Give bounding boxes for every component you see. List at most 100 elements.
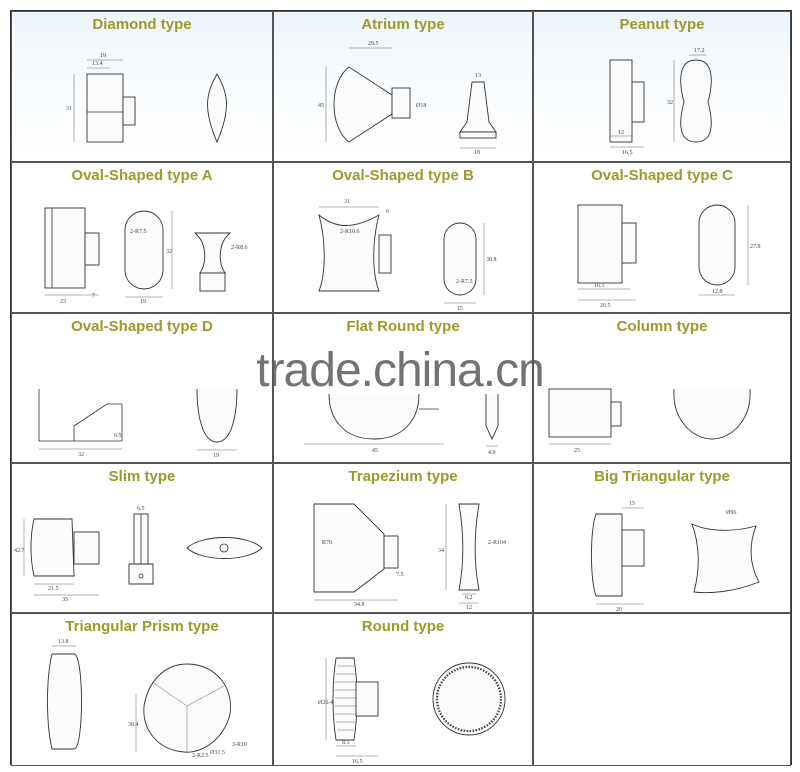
slim-type-diagram: 42.7 21.5 35 6.5 (14, 506, 263, 603)
oval-shaped-type-c-diagram: 16.5 20.5 27.8 12.8 (577, 204, 761, 309)
cell-oval-shaped-type-c: Oval-Shaped type C 16.5 20.5 27.8 12.8 (533, 162, 791, 313)
oval-shaped-type-d-diagram: 32 6.5 19 (38, 388, 238, 459)
cell-peanut-type: Peanut type 17.2 32 12 16.5 (533, 11, 791, 162)
dim-label: Ø26.4 (318, 700, 333, 706)
dim-label: 6.5 (137, 506, 145, 512)
dim-label: 32 (667, 100, 673, 106)
dim-label: R70 (322, 540, 332, 546)
dim-label: 15 (457, 306, 463, 312)
cell-atrium-type: Atrium type 29.5 45 Ø18 13 18 (273, 11, 533, 162)
product-type-grid: Diamond type 19 13.4 31 Atrium type 29.5… (10, 10, 792, 766)
cell-big-triangular-type: Big Triangular type 15 20 Ø96 (533, 463, 791, 613)
dim-label: 21.5 (48, 586, 59, 592)
type-title: Trapezium type (348, 468, 458, 485)
trapezium-type-diagram: R70 34.8 7.5 34 2-R104 6.2 12 (313, 503, 506, 611)
dim-label: 2-R7.5 (130, 229, 147, 235)
dim-label: 23 (60, 299, 66, 305)
type-title: Oval-Shaped type D (71, 318, 213, 335)
type-title: Diamond type (92, 16, 192, 33)
dim-label: 2-R8.6 (231, 245, 248, 251)
dim-label: 29.5 (368, 41, 379, 47)
dim-label: 4.9 (488, 450, 496, 456)
dim-label: 34.8 (354, 602, 365, 608)
type-title: Round type (361, 618, 445, 635)
watermark-text: trade.china.cn (256, 344, 545, 397)
dim-label: 13.4 (92, 61, 103, 67)
cell-round-type: Round type Ø26.4 8.5 16.5 (273, 613, 533, 766)
cell-trapezium-type: Trapezium type R70 34.8 7.5 34 2-R104 6.… (273, 463, 533, 613)
cell-diamond-type: Diamond type 19 13.4 31 (11, 11, 273, 162)
cell-oval-shaped-type-b: Oval-Shaped type B 31 2-R10.6 6 30.8 2-R… (273, 162, 533, 313)
type-title: Oval-Shaped type B (332, 167, 474, 184)
dim-label: 20.5 (600, 303, 611, 309)
dim-label: Ø31.5 (210, 750, 225, 756)
type-title: Peanut type (619, 16, 705, 33)
dim-label: 2-R10.6 (340, 229, 360, 235)
atrium-type-diagram: 29.5 45 Ø18 13 18 (318, 41, 497, 156)
triangular-prism-type-diagram: 13.8 38.4 2-R2.5 Ø31.5 3-R10 (47, 639, 247, 759)
big-triangular-type-diagram: 15 20 Ø96 (591, 501, 760, 613)
dim-label: 18 (474, 150, 480, 156)
dim-label: 12.8 (712, 289, 723, 295)
dim-label: 38.4 (128, 722, 139, 728)
type-title: Slim type (108, 468, 176, 485)
cell-triangular-prism-type: Triangular Prism type 13.8 38.4 2-R2.5 Ø… (11, 613, 273, 766)
dim-label: 13 (475, 73, 481, 79)
type-title: Atrium type (361, 16, 445, 33)
dim-label: 35 (62, 597, 68, 603)
dim-label: 19 (100, 53, 106, 59)
dim-label: 31 (344, 199, 350, 205)
dim-label: 31 (66, 106, 72, 112)
dim-label: 42.7 (14, 548, 25, 554)
column-type-diagram: 25 (548, 388, 751, 454)
dim-label: 8.5 (342, 740, 350, 746)
round-type-diagram: Ø26.4 8.5 16.5 (318, 657, 506, 765)
dim-label: 32 (78, 452, 84, 458)
dim-label: 7.5 (396, 572, 404, 578)
dim-label: 25 (574, 448, 580, 454)
dim-label: 15 (629, 501, 635, 507)
dim-label: Ø96 (726, 510, 736, 516)
dim-label: 16.5 (622, 150, 633, 156)
dim-label: 13.8 (58, 639, 69, 645)
dim-label: 32 (166, 249, 172, 255)
dim-label: 20 (616, 607, 622, 613)
dim-label: 27.8 (750, 244, 761, 250)
dim-label: 12 (466, 605, 472, 611)
cell-oval-shaped-type-d: Oval-Shaped type D 32 6.5 19 (11, 313, 273, 463)
type-title: Oval-Shaped type C (591, 167, 733, 184)
cell-empty (533, 613, 791, 766)
dim-label: 7 (92, 293, 95, 299)
dim-label: 2-R7.5 (456, 279, 473, 285)
dim-label: 17.2 (694, 48, 705, 54)
cell-oval-shaped-type-a: Oval-Shaped type A 23 7 2-R7.5 32 19 2-R… (11, 162, 273, 313)
cell-column-type: Column type 25 (533, 313, 791, 463)
dim-label: 6.5 (114, 433, 122, 439)
dim-label: 2-R2.5 (192, 753, 209, 759)
cell-slim-type: Slim type 42.7 21.5 35 6.5 (11, 463, 273, 613)
dim-label: 6.2 (465, 595, 473, 601)
cell-flat-round-type: Flat Round type 45 4.9 (273, 313, 533, 463)
type-title: Flat Round type (346, 318, 460, 335)
dim-label: 6 (386, 209, 389, 215)
type-title: Big Triangular type (594, 468, 730, 485)
dim-label: 12 (618, 130, 624, 136)
dim-label: Ø18 (416, 103, 426, 109)
oval-shaped-type-b-diagram: 31 2-R10.6 6 30.8 2-R7.5 15 (318, 199, 497, 312)
oval-shaped-type-a-diagram: 23 7 2-R7.5 32 19 2-R8.6 (44, 207, 248, 305)
dim-label: 3-R10 (232, 742, 247, 748)
diamond-type-diagram: 19 13.4 31 (66, 53, 227, 144)
dim-label: 16.5 (594, 283, 605, 289)
flat-round-type-diagram: 45 4.9 (304, 393, 499, 456)
dim-label: 30.8 (486, 257, 497, 263)
dim-label: 19 (140, 299, 146, 305)
dim-label: 34 (438, 548, 444, 554)
dim-label: 2-R104 (488, 540, 506, 546)
type-title: Oval-Shaped type A (71, 167, 213, 184)
dim-label: 45 (372, 448, 378, 454)
dim-label: 16.5 (352, 759, 363, 765)
type-title: Triangular Prism type (65, 618, 219, 635)
peanut-type-diagram: 17.2 32 12 16.5 (609, 48, 712, 156)
dim-label: 45 (318, 103, 324, 109)
dim-label: 19 (213, 453, 219, 459)
